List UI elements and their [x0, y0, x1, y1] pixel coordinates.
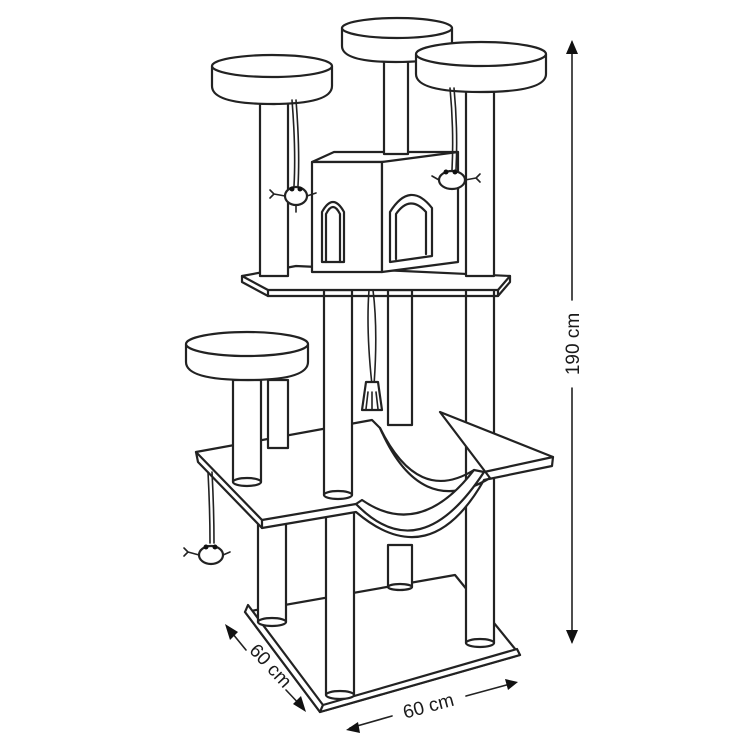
center-top-post [382, 56, 410, 156]
mouse-toy-upper-right [431, 87, 481, 191]
left-lower-post [256, 518, 288, 628]
mouse-toy-upper-left [269, 99, 317, 213]
front-middle-post [322, 288, 354, 501]
right-top-bed [414, 40, 548, 94]
lower-perch-post [231, 378, 290, 488]
left-top-bed [210, 53, 334, 106]
height-label: 190 cm [563, 313, 584, 375]
height-dimension: 190 cm [563, 40, 584, 644]
lower-perch-bed [184, 330, 310, 382]
left-top-post [258, 94, 290, 278]
back-middle-post [386, 288, 414, 427]
center-top-bed [340, 16, 454, 64]
base-board [243, 573, 522, 714]
rope-toy [360, 289, 384, 412]
front-lower-post [324, 503, 356, 701]
mouse-toy-lower-left [183, 471, 231, 566]
hammock [354, 426, 486, 532]
width-label: 60 cm [401, 690, 456, 724]
cat-house [310, 150, 460, 274]
back-lower-post [386, 543, 414, 592]
